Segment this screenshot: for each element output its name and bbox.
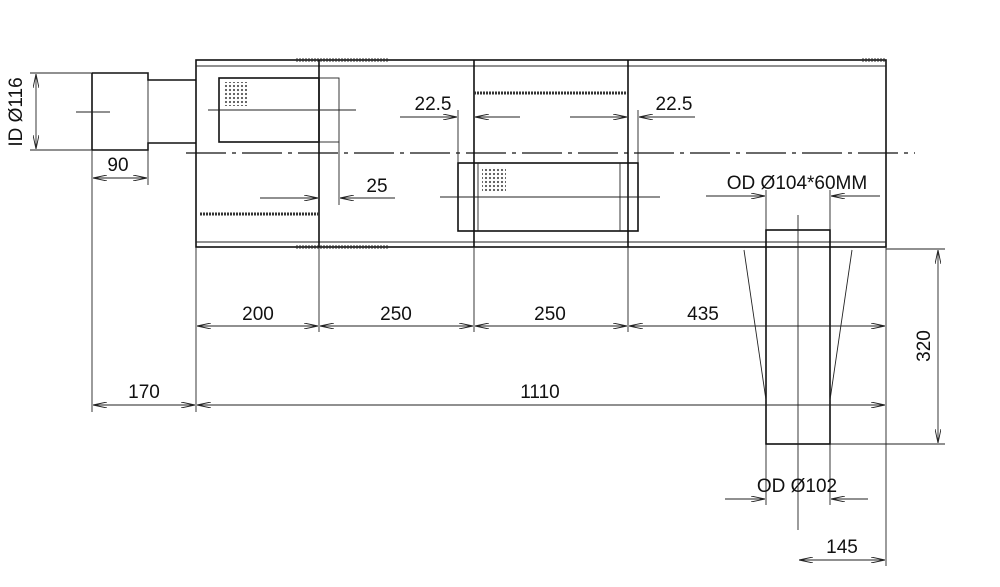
inner-tube-middle [440,162,660,232]
inner-tube-left [208,77,356,143]
dim-overall-length: 1110 [520,382,559,403]
dim-pipe-od: OD Ø102 [757,476,837,497]
dim-seg-3: 250 [534,304,566,325]
dim-seg-4: 435 [687,304,719,325]
perforation-left [223,82,247,106]
dim-baffle-offset: 25 [366,176,387,197]
dim-gap-left: 22.5 [415,94,452,115]
inlet-pipe [76,72,196,151]
dim-gap-right: 22.5 [656,94,693,115]
perforation-middle [482,167,506,191]
dim-pipe-length: 320 [914,330,935,362]
outlet-taper-left [743,249,767,401]
dim-seg-1: 200 [242,304,274,325]
inlet-top-edge [92,72,196,81]
dim-seg-2: 250 [380,304,412,325]
dim-outlet-od: OD Ø104*60MM [727,173,867,194]
inlet-bottom-edge [92,142,196,151]
outlet-taper-right [829,249,853,401]
muffler-body [186,58,915,249]
dim-inlet-stub: 90 [107,155,128,176]
dim-pipe-offset: 145 [826,537,858,558]
dimensions: ID Ø116 90 170 1110 200 250 250 435 22.5 [6,72,945,566]
dim-inlet-id: ID Ø116 [6,77,27,146]
dim-inlet-overhang: 170 [128,382,160,403]
